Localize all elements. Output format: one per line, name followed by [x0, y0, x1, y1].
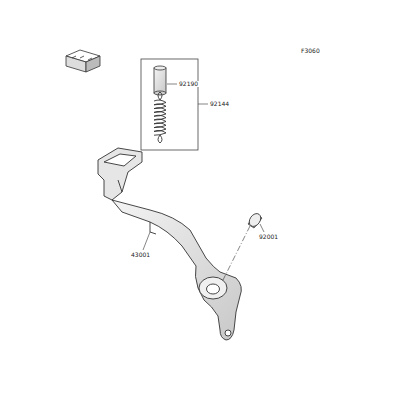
leader-line [143, 232, 150, 250]
brake-pedal [98, 148, 241, 340]
reference-icon [66, 50, 100, 72]
callout-number: 43001 [130, 252, 151, 258]
return-spring [154, 92, 166, 143]
figure-code: F3060 [300, 48, 321, 54]
leader-line [167, 84, 177, 85]
callout-number: 92190 [178, 81, 199, 87]
callout-number: 92001 [258, 234, 279, 240]
center-line [222, 226, 250, 282]
pin-sleeve [154, 66, 166, 95]
leader-line [260, 224, 264, 232]
callout-number: 92144 [209, 101, 230, 107]
kit-box [141, 59, 198, 150]
leader-line [198, 104, 208, 105]
